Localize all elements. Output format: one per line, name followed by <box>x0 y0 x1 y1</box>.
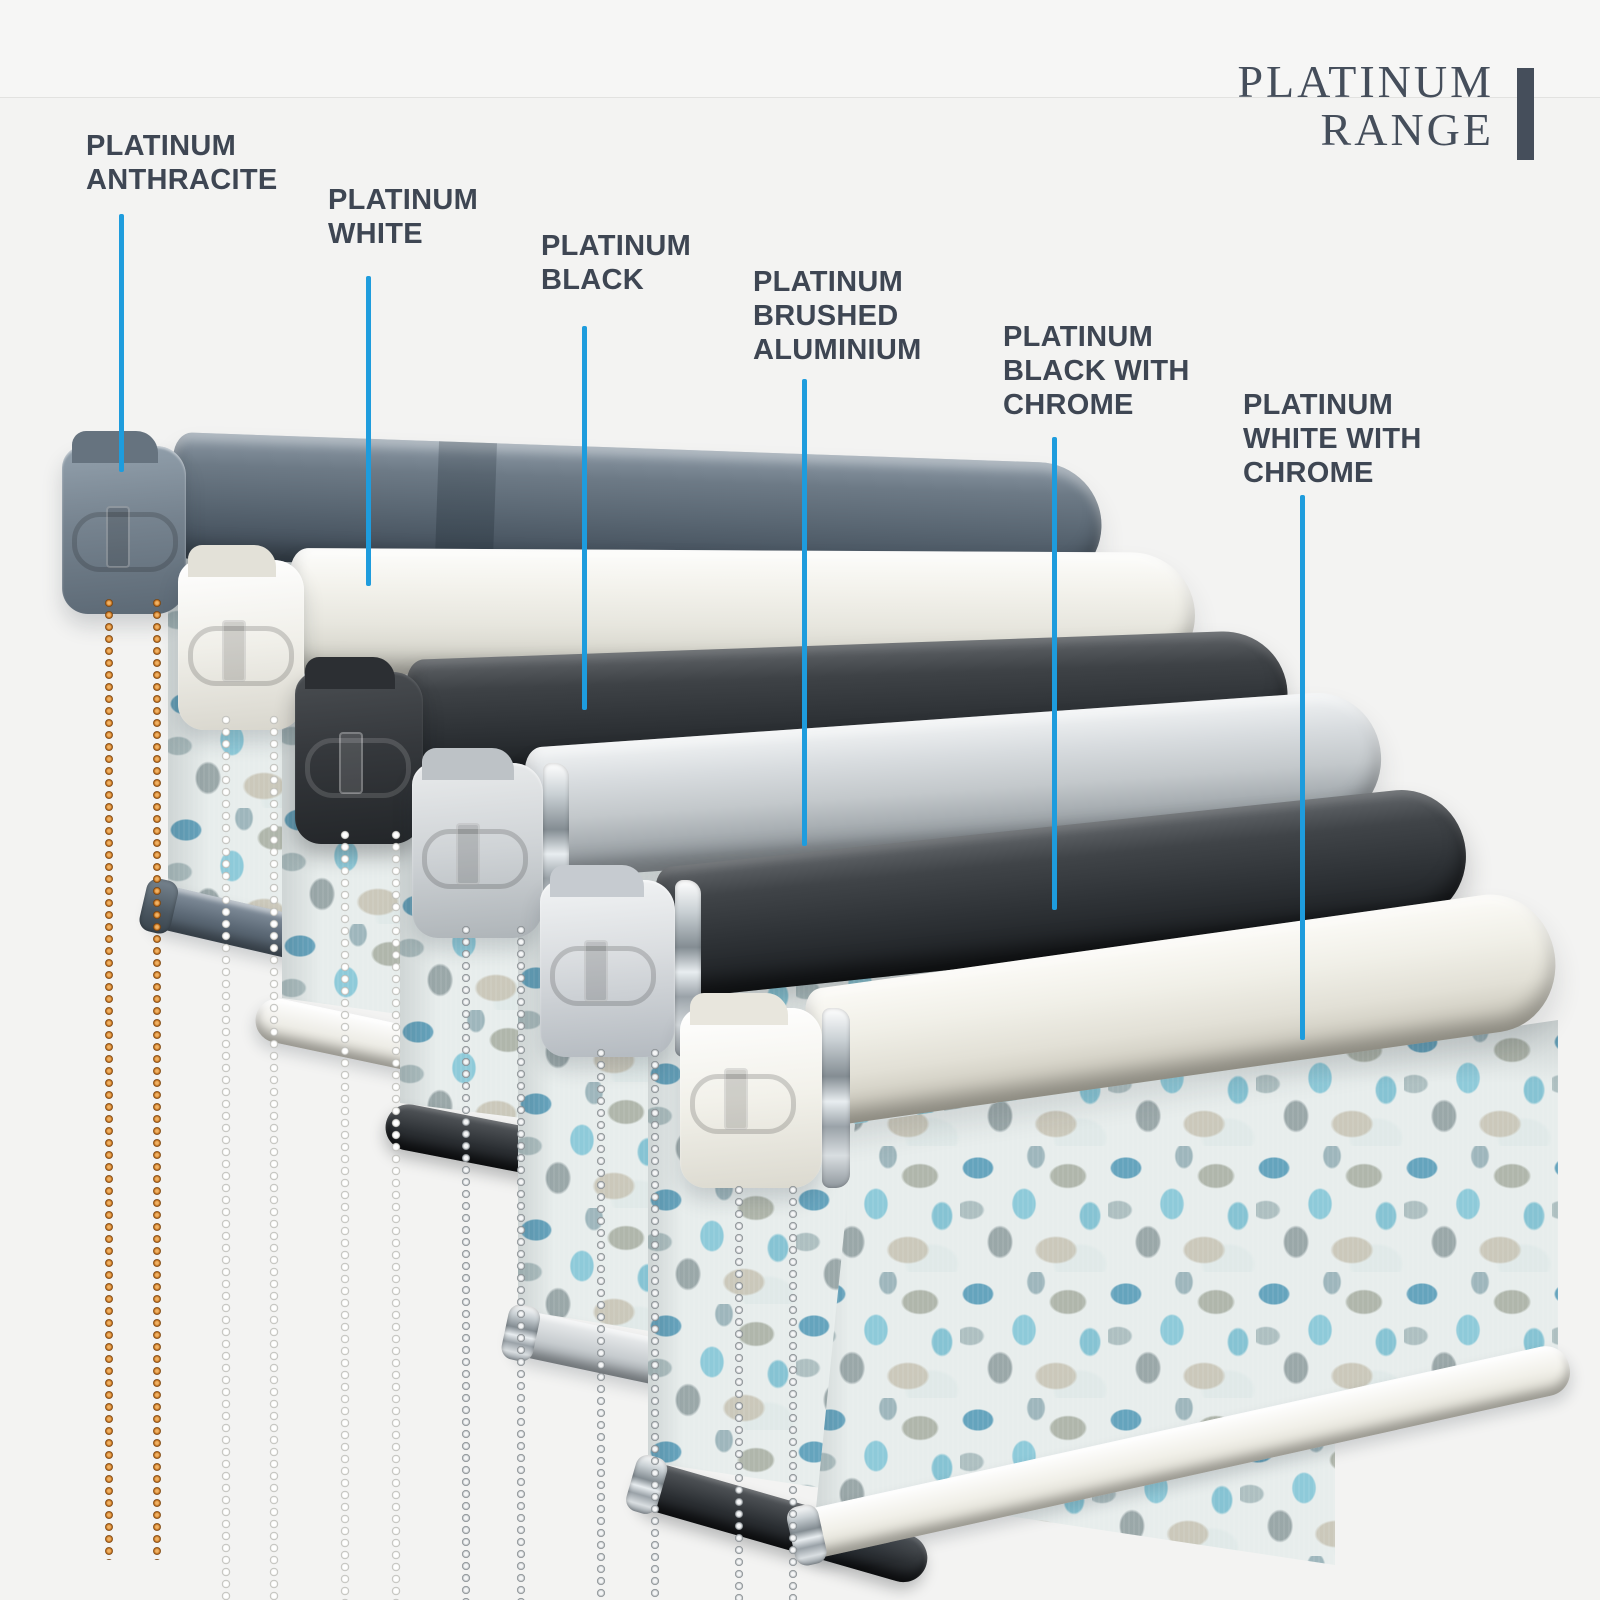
brand-line2: RANGE <box>1320 103 1494 155</box>
ball-chain <box>269 715 279 1600</box>
end-cap-step <box>690 993 788 1025</box>
headrail-end-cap <box>178 545 304 730</box>
end-cap-slot <box>422 829 528 889</box>
ball-chain <box>650 1048 660 1600</box>
end-cap-slot <box>188 626 294 686</box>
headrail-end-cap <box>680 993 822 1188</box>
product-label-black-with-chrome: PLATINUM BLACK WITH CHROME <box>1003 321 1190 421</box>
end-cap-step <box>72 431 158 463</box>
headrail-end-cap <box>62 431 186 614</box>
end-cap-tab <box>584 940 608 1002</box>
brand-line1: PLATINUM <box>1237 56 1494 107</box>
leader-line-black <box>582 326 587 710</box>
ball-chain <box>340 830 350 1600</box>
headrail-end-cap <box>295 657 423 844</box>
ball-chain <box>788 1185 798 1600</box>
end-cap-tab <box>456 823 480 885</box>
ball-chain <box>152 598 162 1560</box>
brand-logo-bar <box>1517 68 1534 160</box>
ball-chain <box>516 925 526 1600</box>
ball-chain <box>221 715 231 1600</box>
end-cap-slot <box>690 1074 796 1134</box>
leader-line-white <box>366 276 371 586</box>
end-cap-slot <box>550 946 656 1006</box>
product-label-brushed-aluminium: PLATINUM BRUSHED ALUMINIUM <box>753 266 922 366</box>
end-cap-step <box>550 865 644 897</box>
end-cap-step <box>188 545 276 577</box>
brand-logo: PLATINUM RANGE <box>1237 58 1494 154</box>
end-cap-tab <box>724 1068 748 1130</box>
end-cap-tab <box>106 506 130 568</box>
header-divider <box>0 97 1600 98</box>
product-label-white-with-chrome: PLATINUM WHITE WITH CHROME <box>1243 389 1422 489</box>
end-cap-step <box>422 748 514 780</box>
top-band <box>0 0 1600 97</box>
headrail-end-cap <box>540 865 675 1057</box>
headrail-end-cap <box>412 748 543 938</box>
ball-chain <box>391 830 401 1600</box>
chrome-trim <box>822 1008 850 1188</box>
ball-chain <box>461 925 471 1600</box>
end-cap-slot <box>72 512 178 572</box>
leader-line-white-with-chrome <box>1300 495 1305 1040</box>
product-label-anthracite: PLATINUM ANTHRACITE <box>86 130 278 196</box>
leader-line-anthracite <box>119 214 124 472</box>
end-cap-tab <box>339 732 363 794</box>
leader-line-brushed-aluminium <box>802 379 807 846</box>
ball-chain <box>734 1185 744 1600</box>
ball-chain <box>596 1048 606 1600</box>
ball-chain <box>104 598 114 1560</box>
end-cap-step <box>305 657 395 689</box>
end-cap-slot <box>305 738 411 798</box>
leader-line-black-with-chrome <box>1052 437 1057 910</box>
product-label-white: PLATINUM WHITE <box>328 184 479 250</box>
end-cap-tab <box>222 620 246 682</box>
product-label-black: PLATINUM BLACK <box>541 230 692 296</box>
